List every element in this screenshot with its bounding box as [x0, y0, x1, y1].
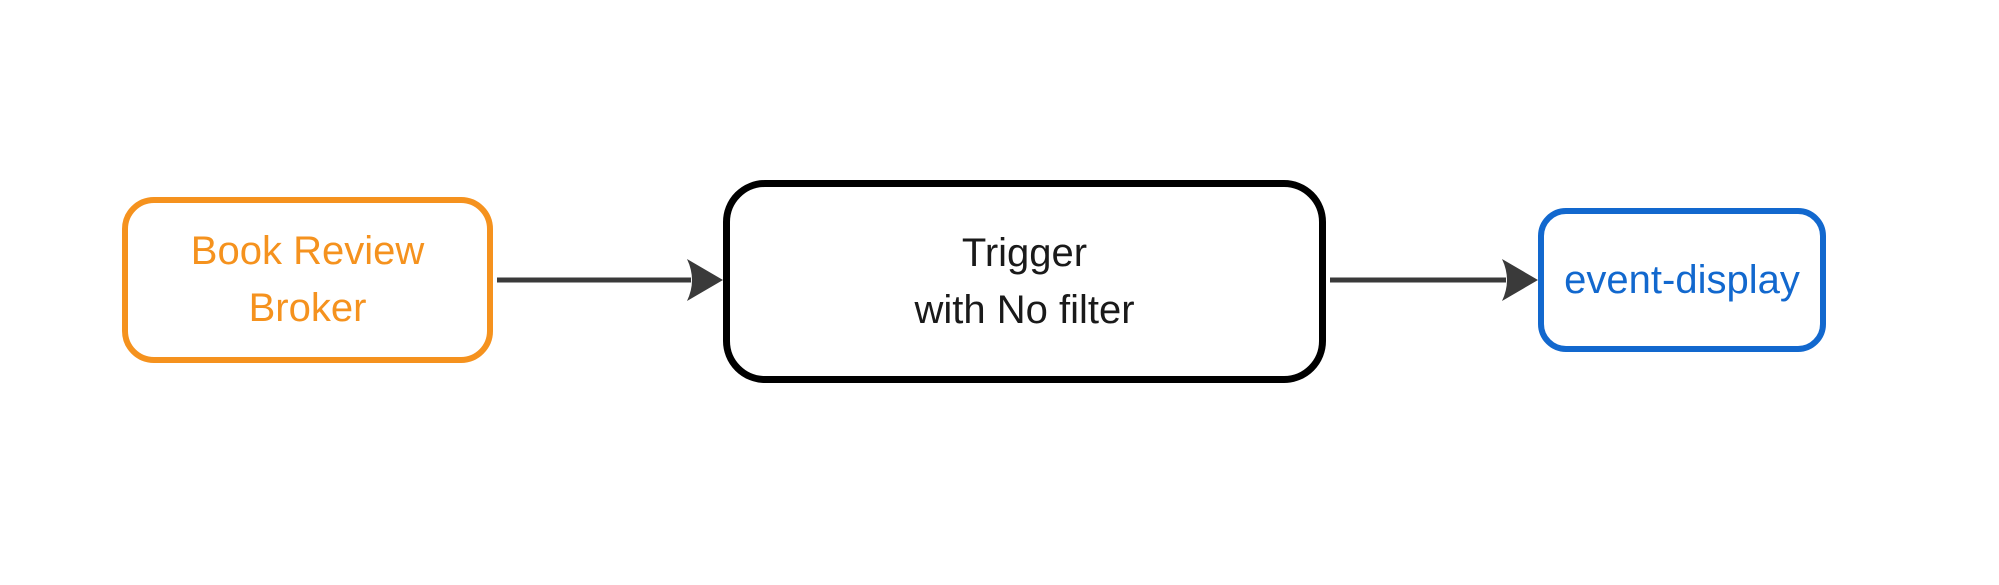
node-label-line: Trigger: [961, 230, 1088, 275]
edge-arrow-broker-to-trigger: [497, 259, 723, 301]
edge-arrow-trigger-to-event-display: [1330, 259, 1538, 301]
node-label-line: with No filter: [914, 287, 1135, 332]
node-label-line: event-display: [1564, 257, 1800, 302]
node-label-line: Book Review: [190, 229, 425, 273]
node-label-line: Broker: [248, 286, 367, 330]
node-trigger-with-no-filter: Trigger with No filter: [723, 180, 1326, 383]
arrowhead-icon: [1502, 259, 1538, 301]
arrowhead-icon: [687, 259, 723, 301]
node-event-display: event-display: [1538, 208, 1826, 352]
node-book-review-broker: Book Review Broker: [122, 197, 493, 363]
